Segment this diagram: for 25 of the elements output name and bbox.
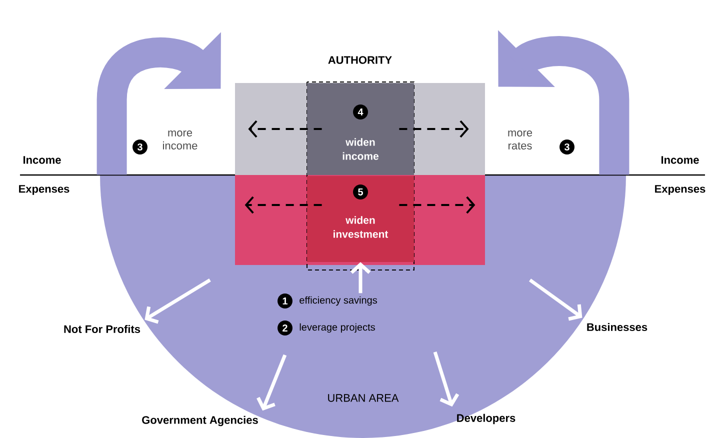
group-label: Government Agencies xyxy=(142,416,258,426)
arrow xyxy=(248,120,322,138)
arrow xyxy=(256,354,287,411)
income-box: 4 widen income xyxy=(307,83,414,175)
axis-label: Income xyxy=(24,156,61,164)
arrow xyxy=(528,278,582,321)
arrow xyxy=(399,120,469,138)
arrow xyxy=(144,278,211,324)
node-label: efficiency savings xyxy=(300,296,378,306)
node-label: leverage projects xyxy=(300,323,375,333)
arrow xyxy=(244,196,322,214)
axis-label: Expenses xyxy=(19,185,70,195)
axis-label: Expenses xyxy=(655,185,706,195)
arrow xyxy=(96,32,221,175)
arrow xyxy=(433,351,460,407)
numbered-item: 1 efficiency savings xyxy=(278,293,378,308)
group-label: Businesses xyxy=(587,322,648,332)
arrow xyxy=(399,196,476,214)
investment-box: 5 widen investment xyxy=(307,176,414,262)
note: 3 more income xyxy=(132,130,198,154)
numbered-item: 2 leverage projects xyxy=(278,320,375,336)
group-label: Not For Profits xyxy=(64,324,140,334)
axis-label: Income xyxy=(661,156,699,164)
note: more rates 3 xyxy=(508,130,574,154)
group-label: Developers xyxy=(457,414,516,424)
